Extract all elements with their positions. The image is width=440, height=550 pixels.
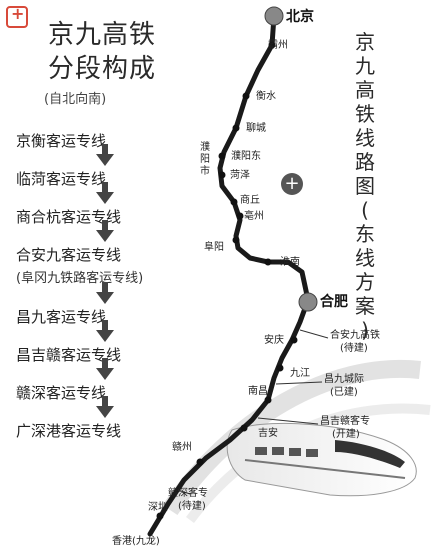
station-puyang-east: 濮阳东: [231, 149, 261, 162]
map-title-char: 案: [355, 294, 375, 318]
city-marker-hefei: [298, 292, 318, 312]
station-dot: [218, 171, 226, 179]
station-anqing: 安庆: [264, 333, 284, 346]
station-puyang-city-char: 濮: [200, 140, 210, 153]
segment-guangshengang: 广深港客运专线: [16, 422, 122, 440]
segment-note: (阜冈九铁路客运专线): [16, 271, 144, 286]
station-huainan: 淮南: [280, 255, 300, 268]
leader-line: [257, 417, 319, 425]
page-title: 京九高铁 分段构成: [48, 18, 158, 86]
station-hefei: 合肥: [320, 293, 348, 310]
note-changjiu: 昌九城际: [324, 373, 364, 385]
map-title-char: 九: [355, 54, 375, 78]
note-ganshen-status: (待建): [178, 499, 206, 512]
segment-changjiu: 昌九客运专线: [16, 308, 107, 326]
down-arrow-icon: [96, 282, 114, 304]
station-nanchang: 南昌: [248, 384, 268, 397]
station-dot: [290, 336, 298, 344]
station-dot: [232, 236, 240, 244]
station-dot: [156, 512, 164, 520]
map-title: 京 九 高 铁 线 路 图 ( 东 线 方 案 ): [352, 30, 378, 342]
map-title-char: (: [361, 198, 369, 222]
station-puyang-city: 濮 阳 市: [200, 140, 210, 177]
station-dot: [196, 458, 204, 466]
station-dot: [268, 41, 276, 49]
down-arrow-icon: [96, 320, 114, 342]
note-changjiu-status: (已建): [330, 385, 358, 398]
leader-line: [299, 329, 329, 339]
down-arrow-icon: [96, 358, 114, 380]
station-shenzhen: 深圳: [148, 501, 168, 513]
title-line-2: 分段构成: [48, 54, 157, 84]
down-arrow-icon: [96, 144, 114, 166]
map-title-char: ): [361, 318, 369, 342]
leader-line: [275, 381, 323, 385]
map-title-char: 铁: [355, 102, 375, 126]
station-dot: [236, 212, 244, 220]
speed-swoosh: [162, 359, 421, 515]
down-arrow-icon: [96, 396, 114, 418]
station-liaocheng: 聊城: [246, 121, 266, 134]
station-dot: [264, 258, 272, 266]
segment-linhe: 临菏客运专线: [16, 170, 107, 188]
station-beijing: 北京: [286, 8, 314, 25]
map-title-char: 方: [355, 270, 375, 294]
subtitle: (自北向南): [44, 92, 107, 107]
segment-heanjiu: 合安九客运专线: [16, 246, 122, 264]
segment-list: 京衡客运专线 临菏客运专线 商合杭客运专线 合安九客运专线 (阜冈九铁路客运专线…: [16, 130, 216, 442]
city-marker-beijing: [264, 6, 284, 26]
add-icon[interactable]: +: [281, 173, 303, 195]
segment-changjigan: 昌吉赣客运专线: [16, 346, 122, 364]
station-dot: [232, 124, 240, 132]
note-heanjiu: 合安九高铁: [330, 328, 380, 341]
station-heze: 菏泽: [230, 169, 250, 181]
note-ganshen: 赣深客专: [168, 486, 208, 499]
station-puyang-city-char: 市: [200, 164, 210, 177]
station-bazhou: 霸州: [268, 39, 288, 51]
station-dot: [230, 198, 238, 206]
station-shangqiu: 商丘: [240, 193, 260, 206]
title-line-1: 京九高铁: [48, 20, 157, 50]
map-title-char: 路: [355, 150, 375, 174]
note-heanjiu-status: (待建): [340, 341, 368, 354]
station-dot: [218, 152, 226, 160]
station-bozhou: 亳州: [244, 209, 264, 222]
segment-ganshen: 赣深客运专线: [16, 384, 107, 402]
station-puyang-city-char: 阳: [200, 153, 210, 165]
station-dot: [242, 92, 250, 100]
station-jian: 吉安: [258, 426, 278, 439]
down-arrow-icon: [96, 182, 114, 204]
down-arrow-icon: [96, 220, 114, 242]
station-dot: [240, 424, 248, 432]
map-title-char: 京: [355, 30, 375, 54]
map-title-char: 线: [355, 126, 375, 150]
station-hengshui: 衡水: [256, 90, 276, 102]
map-title-char: 线: [355, 246, 375, 270]
leader-line: [177, 489, 191, 495]
station-dot: [264, 396, 272, 404]
segment-jingheng: 京衡客运专线: [16, 132, 107, 150]
station-dot: [276, 364, 284, 372]
map-title-char: 高: [355, 78, 375, 102]
note-changjigan-status: (开建): [332, 427, 360, 440]
station-ganzhou: 赣州: [172, 440, 192, 453]
logo-icon: [6, 4, 28, 28]
note-changjigan: 昌吉赣客专: [320, 414, 370, 427]
station-fuyang: 阜阳: [204, 240, 224, 253]
segment-shanghehang: 商合杭客运专线: [16, 208, 122, 226]
map-title-char: 东: [355, 222, 375, 246]
rail-line: [147, 13, 311, 537]
train-illustration: [226, 422, 417, 497]
station-hongkong: 香港(九龙): [112, 534, 160, 547]
map-title-char: 图: [355, 174, 375, 198]
station-jiujiang: 九江: [290, 367, 310, 379]
